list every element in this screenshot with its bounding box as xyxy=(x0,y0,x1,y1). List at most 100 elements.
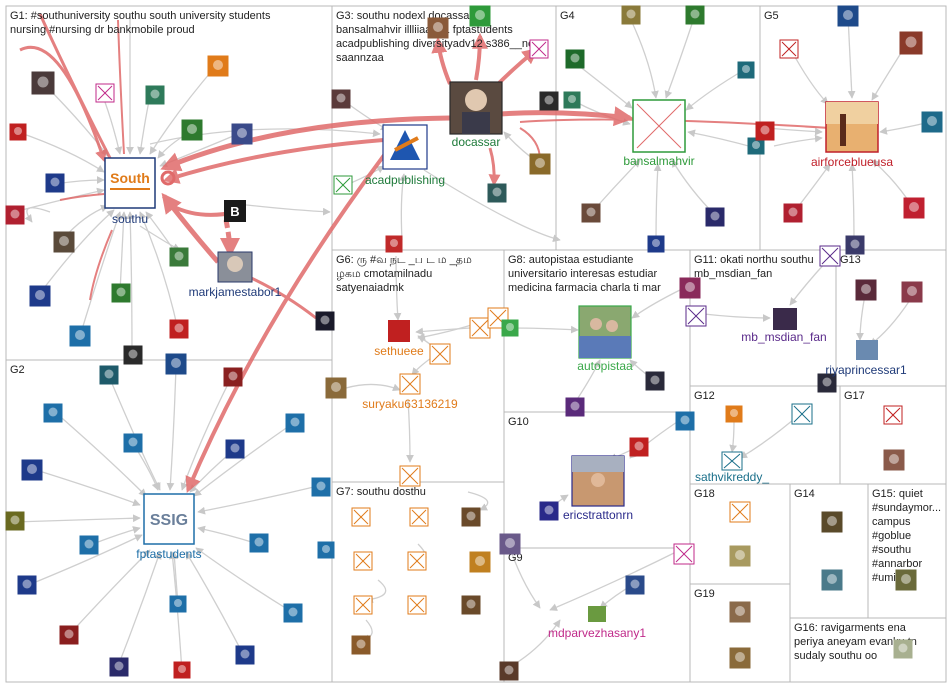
vertex-thumbnail-image[interactable] xyxy=(499,533,521,555)
vertex-thumbnail-image[interactable] xyxy=(99,365,119,385)
vertex-thumbnail[interactable] xyxy=(29,285,51,307)
vertex-thumbnail-image[interactable] xyxy=(53,231,75,253)
vertex-thumbnail[interactable] xyxy=(429,343,451,365)
vertex-thumbnail-image[interactable] xyxy=(351,635,371,655)
vertex-thumbnail-image[interactable] xyxy=(817,373,837,393)
vertex-thumbnail[interactable] xyxy=(647,235,665,253)
node-ericstrattonrn[interactable]: ericstrattonrn xyxy=(563,455,633,522)
vertex-thumbnail-image[interactable] xyxy=(17,575,37,595)
vertex-thumbnail-image[interactable] xyxy=(317,541,335,559)
vertex-thumbnail[interactable] xyxy=(353,551,373,571)
vertex-thumbnail[interactable] xyxy=(487,183,507,203)
vertex-thumbnail[interactable] xyxy=(123,345,143,365)
vertex-thumbnail-image[interactable] xyxy=(249,533,269,553)
vertex-thumbnail-image[interactable] xyxy=(921,111,943,133)
vertex-thumbnail[interactable] xyxy=(169,319,189,339)
vertex-thumbnail[interactable] xyxy=(409,507,429,527)
vertex-thumbnail[interactable] xyxy=(5,511,25,531)
vertex-thumbnail-image[interactable] xyxy=(427,17,449,39)
vertex-thumbnail-image[interactable] xyxy=(59,625,79,645)
vertex-thumbnail[interactable] xyxy=(169,247,189,267)
vertex-thumbnail-image[interactable] xyxy=(325,377,347,399)
vertex-thumbnail[interactable] xyxy=(821,569,843,591)
vertex-thumbnail-image[interactable] xyxy=(9,123,27,141)
vertex-thumbnail-image[interactable] xyxy=(501,319,519,337)
vertex-thumbnail[interactable] xyxy=(563,91,581,109)
vertex-thumbnail-image[interactable] xyxy=(21,459,43,481)
vertex-thumbnail-image[interactable] xyxy=(169,319,189,339)
vertex-thumbnail[interactable] xyxy=(223,367,243,387)
vertex-thumbnail[interactable] xyxy=(821,511,843,533)
vertex-thumbnail-image[interactable] xyxy=(469,5,491,27)
vertex-thumbnail[interactable] xyxy=(845,235,865,255)
vertex-thumbnail[interactable] xyxy=(99,365,119,385)
vertex-thumbnail-image[interactable] xyxy=(45,173,65,193)
southu-avatar[interactable] xyxy=(104,157,156,209)
vertex-thumbnail[interactable] xyxy=(333,175,353,195)
vertex-thumbnail[interactable] xyxy=(173,661,191,679)
node-mdparvezhasany1[interactable]: mdparvezhasany1 xyxy=(548,606,646,640)
node-sethueee[interactable]: sethueee xyxy=(374,320,424,358)
vertex-thumbnail-image[interactable] xyxy=(565,49,585,69)
riyaprincessar1-avatar[interactable] xyxy=(856,340,878,360)
vertex-thumbnail[interactable] xyxy=(729,545,751,567)
vertex-thumbnail[interactable] xyxy=(351,507,371,527)
vertex-thumbnail[interactable] xyxy=(69,325,91,347)
vertex-thumbnail-image[interactable] xyxy=(565,397,585,417)
node-suryaku[interactable]: suryaku63136219 xyxy=(362,373,458,411)
vertex-thumbnail[interactable] xyxy=(675,411,695,431)
vertex-thumbnail[interactable] xyxy=(629,437,649,457)
vertex-thumbnail[interactable] xyxy=(95,83,115,103)
vertex-thumbnail[interactable] xyxy=(729,647,751,669)
vertex-thumbnail[interactable] xyxy=(461,595,481,615)
vertex-thumbnail[interactable] xyxy=(311,477,331,497)
vertex-thumbnail[interactable] xyxy=(249,533,269,553)
vertex-thumbnail[interactable] xyxy=(819,245,841,267)
vertex-thumbnail[interactable] xyxy=(207,55,229,77)
vertex-thumbnail[interactable] xyxy=(921,111,943,133)
vertex-thumbnail-image[interactable] xyxy=(539,501,559,521)
vertex-thumbnail[interactable] xyxy=(817,373,837,393)
vertex-thumbnail[interactable] xyxy=(385,235,403,253)
vertex-thumbnail[interactable] xyxy=(501,319,519,337)
vertex-thumbnail-image[interactable] xyxy=(837,5,859,27)
node-southu[interactable]: South southu xyxy=(104,157,156,226)
vertex-thumbnail-image[interactable] xyxy=(123,433,143,453)
vertex-thumbnail[interactable] xyxy=(855,279,877,301)
vertex-thumbnail-image[interactable] xyxy=(311,477,331,497)
node-b-icon[interactable]: B xyxy=(224,200,246,222)
vertex-thumbnail-image[interactable] xyxy=(675,411,695,431)
vertex-thumbnail[interactable] xyxy=(729,601,751,623)
vertex-thumbnail-image[interactable] xyxy=(165,353,187,375)
vertex-thumbnail-image[interactable] xyxy=(883,449,905,471)
vertex-thumbnail[interactable] xyxy=(529,153,551,175)
vertex-thumbnail[interactable] xyxy=(621,5,641,25)
vertex-thumbnail[interactable] xyxy=(353,595,373,615)
vertex-thumbnail-image[interactable] xyxy=(225,439,245,459)
node-docassar[interactable]: docassar xyxy=(449,81,503,149)
vertex-thumbnail[interactable] xyxy=(729,501,751,523)
vertex-thumbnail[interactable] xyxy=(529,39,549,59)
vertex-thumbnail-image[interactable] xyxy=(31,71,55,95)
vertex-thumbnail[interactable] xyxy=(755,121,775,141)
vertex-thumbnail[interactable] xyxy=(169,595,187,613)
vertex-thumbnail[interactable] xyxy=(685,305,707,327)
vertex-thumbnail[interactable] xyxy=(883,449,905,471)
node-autopistaa[interactable]: autopistaa xyxy=(577,305,633,373)
vertex-thumbnail[interactable] xyxy=(901,281,923,303)
vertex-thumbnail[interactable] xyxy=(625,575,645,595)
vertex-thumbnail-image[interactable] xyxy=(855,279,877,301)
vertex-thumbnail-image[interactable] xyxy=(69,325,91,347)
vertex-thumbnail[interactable] xyxy=(499,661,519,681)
vertex-thumbnail[interactable] xyxy=(351,635,371,655)
vertex-thumbnail-image[interactable] xyxy=(487,183,507,203)
vertex-thumbnail[interactable] xyxy=(111,283,131,303)
vertex-thumbnail-image[interactable] xyxy=(285,413,305,433)
vertex-thumbnail-image[interactable] xyxy=(899,31,923,55)
vertex-thumbnail-image[interactable] xyxy=(679,277,701,299)
vertex-thumbnail-image[interactable] xyxy=(705,207,725,227)
vertex-thumbnail[interactable] xyxy=(791,403,813,425)
vertex-thumbnail-image[interactable] xyxy=(331,89,351,109)
b-logo-icon[interactable] xyxy=(224,200,246,222)
vertex-thumbnail[interactable] xyxy=(469,551,491,573)
